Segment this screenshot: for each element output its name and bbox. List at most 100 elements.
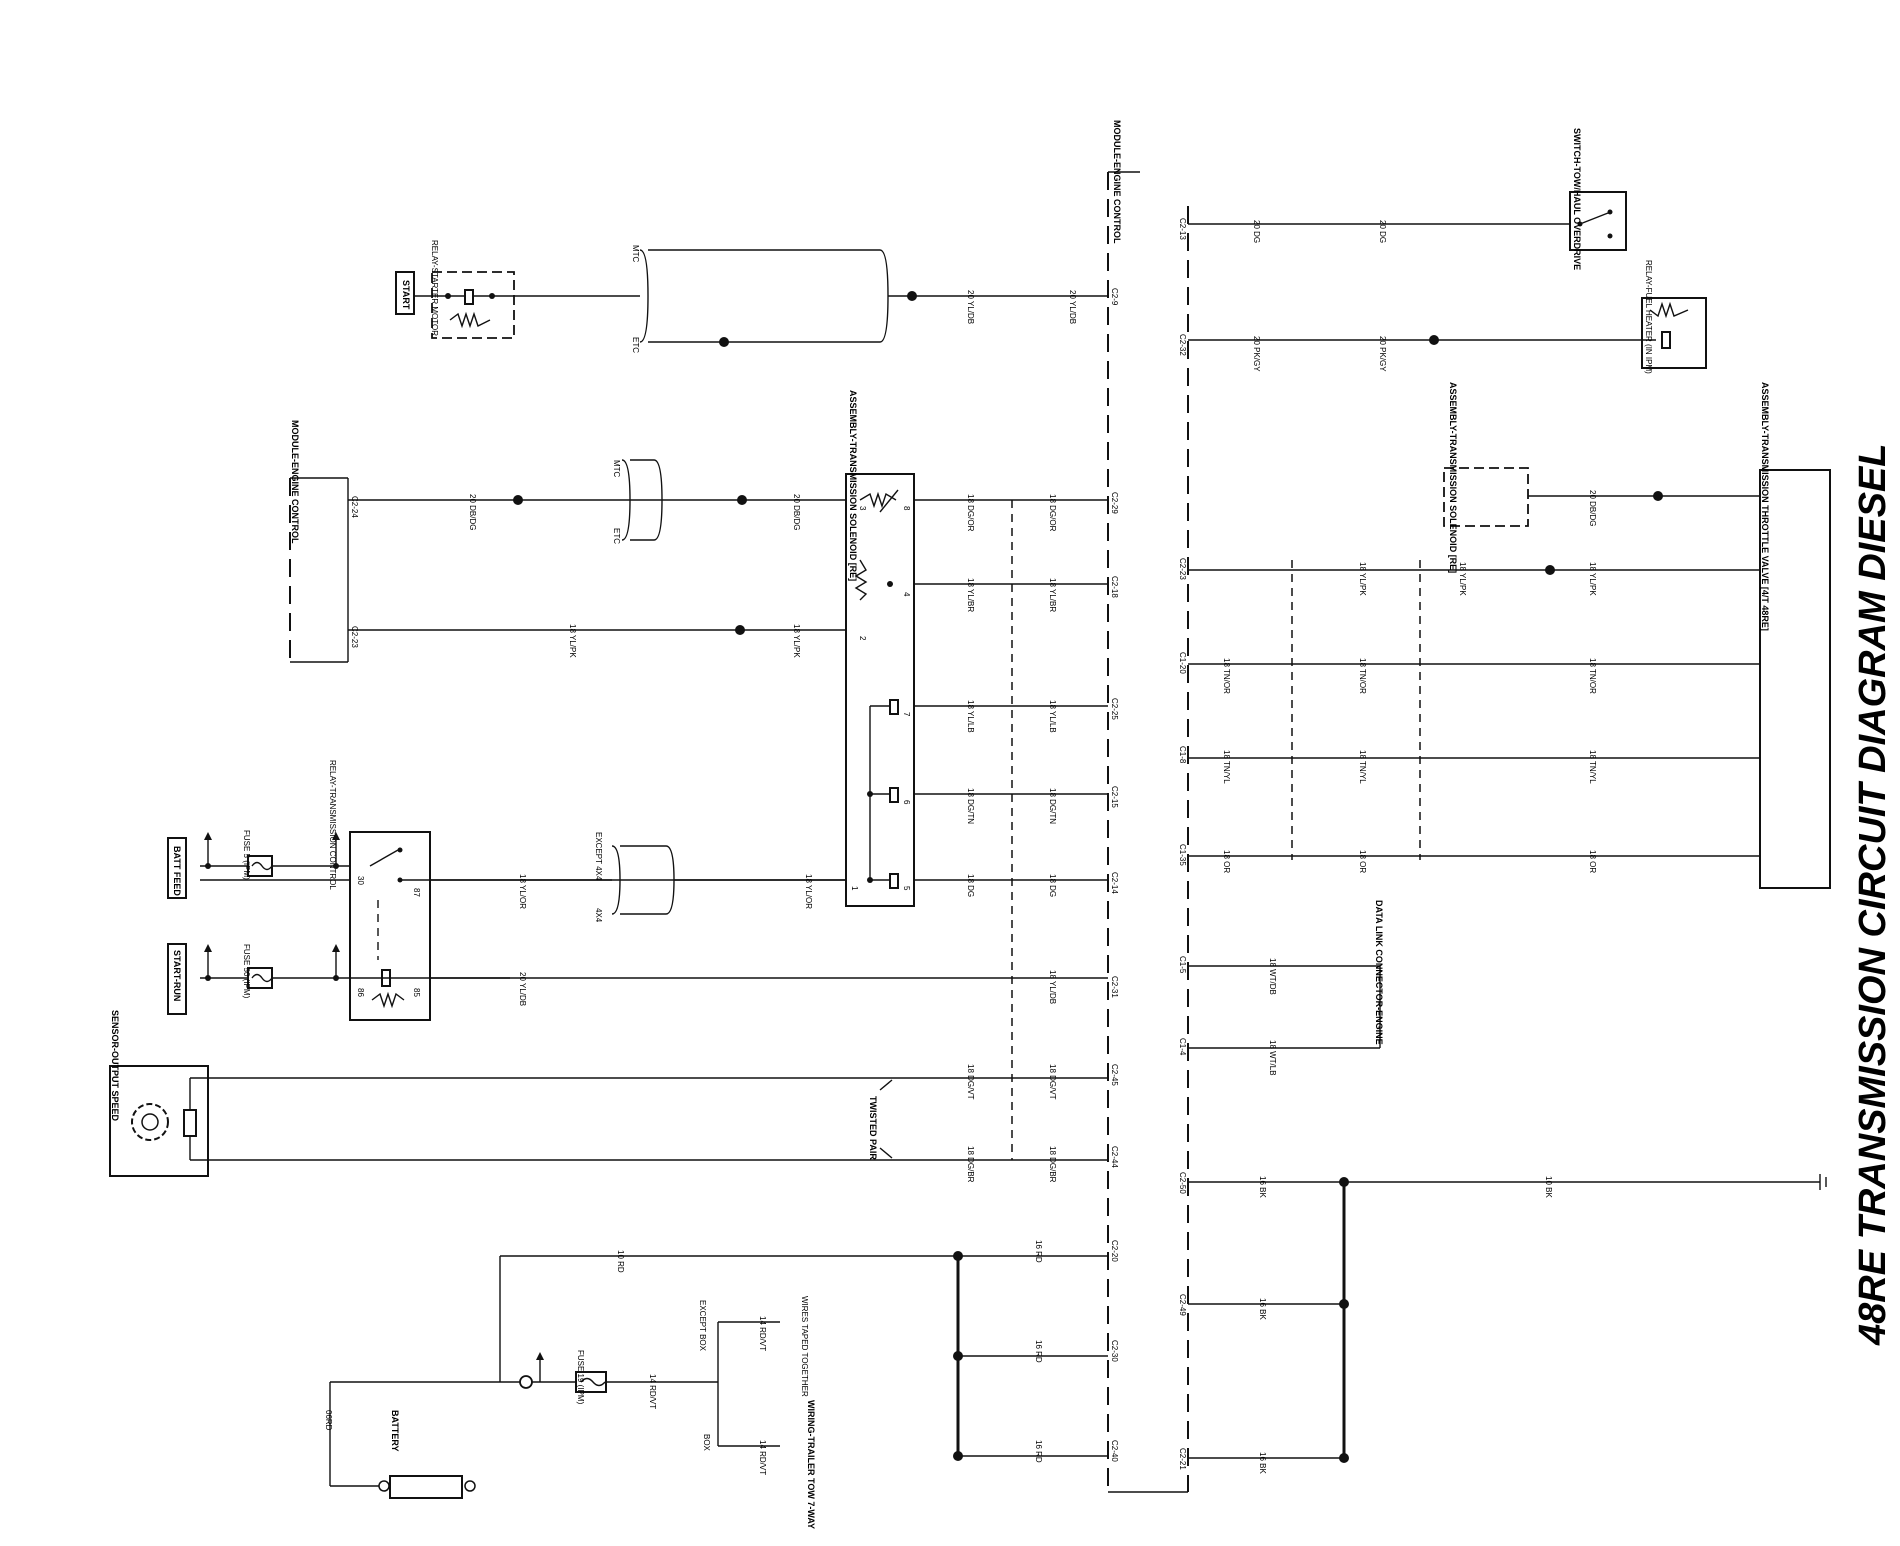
mtc-label-2: MTC — [612, 460, 621, 478]
start-label: START — [401, 280, 411, 310]
wire-c2-45b: 18 DG/VT — [1048, 1064, 1057, 1100]
wire-batt-rd: 10 RD — [616, 1250, 625, 1273]
diagram-title: 48RE TRANSMISSION CIRCUIT DIAGRAM DIESEL — [1852, 443, 1894, 1346]
wire-c2-44b: 18 DG/BR — [1048, 1146, 1057, 1183]
sol-pin-3: 3 — [858, 506, 867, 511]
wire-dbdg-3: 20 DB/DG — [1588, 490, 1597, 526]
wire-yldb-1: 20 YL/DB — [518, 972, 527, 1006]
wire-c2-13b: 20 DG — [1378, 220, 1387, 243]
pin-c2-13: C2-13 — [1178, 218, 1187, 240]
mtc-label: MTC — [631, 245, 640, 263]
wire-c2-23c: 18 YL/PK — [1588, 562, 1597, 596]
solenoid-assembly-2: ASSEMBLY-TRANSMISSION SOLENOID [RE] 20 D… — [1443, 382, 1760, 573]
rd-bus — [953, 1251, 1108, 1461]
wire-c2-15: 18 DG/TN — [966, 788, 975, 824]
pcm-top-label: MODULE-ENGINE CONTROL — [1112, 120, 1122, 244]
solenoid-assembly: ASSEMBLY-TRANSMISSION SOLENOID [RE] 3 8 … — [200, 390, 1108, 907]
pin-c2-24: C2-24 — [350, 496, 359, 518]
battery-block: FUSE 19 (IPM) 10 RD 14 RD/VT 06RD BATTER… — [324, 1250, 1108, 1529]
pin-c2-31: C2-31 — [1110, 976, 1119, 998]
relay-pin-30: 30 — [356, 876, 365, 885]
relay-pin-85: 85 — [412, 988, 421, 997]
right-wiring: C2-23 C1-20 C1-8 C1-35 C1-5 C1-4 18 YL/P… — [1178, 558, 1760, 1076]
throttle-valve-assembly: ASSEMBLY-TRANSMISSION THROTTLE VALVE [4/… — [1759, 382, 1831, 889]
relay-pin-87: 87 — [412, 888, 421, 897]
wire-ylor-2: 18 YL/OR — [804, 874, 813, 909]
od-switch-label: SWITCH-TOW/HAUL OVERDRIVE — [1572, 128, 1582, 270]
pin-c1-35: C1-35 — [1178, 844, 1187, 866]
pin-c2-45: C2-45 — [1110, 1064, 1119, 1086]
wire-c1-35: 18 OR — [1222, 850, 1231, 873]
sol-pin-7: 7 — [902, 712, 911, 717]
pin-c2-9: C2-9 — [1110, 288, 1119, 306]
trans-relay-label: RELAY-TRANSMISSION CONTROL — [328, 760, 337, 890]
sol-pin-5: 5 — [902, 886, 911, 891]
wire-c1-4: 18 WT/LB — [1268, 1040, 1277, 1076]
dlc-label: DATA LINK CONNECTOR-ENGINE — [1374, 900, 1384, 1045]
wire-ylpk-1: 18 YL/PK — [568, 624, 577, 658]
wire-batt-neg: 06RD — [324, 1410, 333, 1431]
output-speed-sensor: SENSOR-OUTPUT SPEED TWISTED PAIR — [109, 1010, 1108, 1177]
pcm-main-box: MODULE-ENGINE CONTROL — [1107, 120, 1189, 1493]
except-4x4-label: EXCEPT 4X4 — [594, 832, 603, 881]
wire-c1-8b: 18 TN/YL — [1358, 750, 1367, 784]
start-run-source: START-RUN FUSE 50 (IPM) — [167, 943, 273, 1015]
box-label: BOX — [702, 1434, 711, 1452]
fuel-heater-relay: RELAY-FUEL HEATER (IN IPM) C2-32 20 PK/G… — [1178, 260, 1707, 374]
except-box-label: EXCEPT BOX — [698, 1300, 707, 1352]
start-run-label: START-RUN — [172, 950, 182, 1001]
wire-c2-18b: 18 YL/BR — [1048, 578, 1057, 612]
wire-c2-13: 20 DG — [1252, 220, 1261, 243]
pin-c2-15: C2-15 — [1110, 786, 1119, 808]
pin-c2-23-left: C2-23 — [350, 626, 359, 648]
wire-c1-5: 18 WT/DB — [1268, 958, 1277, 995]
wire-c2-45: 18 DG/VT — [966, 1064, 975, 1100]
pin-c2-44: C2-44 — [1110, 1146, 1119, 1168]
wire-c2-9: 20 YL/DB — [966, 290, 975, 324]
wire-c1-20: 18 TN/OR — [1222, 658, 1231, 694]
fuse-5-label: FUSE 5 (IPM) — [242, 830, 251, 880]
pin-c2-20: C2-20 — [1110, 1240, 1119, 1262]
relay-pin-86: 86 — [356, 988, 365, 997]
wire-c1-20b: 18 TN/OR — [1358, 658, 1367, 694]
wire-c2-44: 18 DG/BR — [966, 1146, 975, 1183]
wire-c2-25: 18 YL/LB — [966, 700, 975, 733]
trailer-label: WIRING-TRAILER TOW 7-WAY — [806, 1400, 816, 1529]
wire-c2-21: 16 BK — [1258, 1452, 1267, 1474]
mtc-etc-block-2: MTC ETC C2-24 C2-23 20 DB/DG 20 DB/DG 18… — [350, 459, 801, 658]
pin-c1-20: C1-20 — [1178, 652, 1187, 674]
pin-c2-49: C2-49 — [1178, 1294, 1187, 1316]
wire-rdvt-3: 14 RD/VT — [758, 1440, 767, 1475]
wire-c2-14: 18 DG — [966, 874, 975, 897]
sol-pin-8: 8 — [902, 506, 911, 511]
speed-sensor-label: SENSOR-OUTPUT SPEED — [110, 1010, 120, 1122]
wire-c2-50: 16 BK — [1258, 1176, 1267, 1198]
sol-pin-6: 6 — [902, 800, 911, 805]
wire-c2-23: 18 YL/PK — [1358, 562, 1367, 596]
wire-c2-31: 18 YL/DB — [1048, 970, 1057, 1004]
starter-relay-label: RELAY-STARTER MOTOR — [430, 240, 439, 336]
battery-label: BATTERY — [390, 1410, 400, 1452]
sol-pin-1: 1 — [850, 886, 859, 891]
wire-c2-29: 18 DG/OR — [966, 494, 975, 532]
pin-c2-32: C2-32 — [1178, 334, 1187, 356]
wire-c1-8: 18 TN/YL — [1222, 750, 1231, 784]
wire-dbdg-1: 20 DB/DG — [468, 494, 477, 530]
od-switch: SWITCH-TOW/HAUL OVERDRIVE C2-13 20 DG 20… — [1178, 128, 1627, 270]
pin-c2-18: C2-18 — [1110, 576, 1119, 598]
batt-feed-source: BATT FEED FUSE 5 (IPM) — [167, 830, 273, 899]
wire-c2-20: 16 RD — [1034, 1240, 1043, 1263]
solenoid2-label: ASSEMBLY-TRANSMISSION SOLENOID [RE] — [1448, 382, 1458, 573]
wire-gnd: 10 BK — [1544, 1176, 1553, 1198]
wire-c2-25b: 18 YL/LB — [1048, 700, 1057, 733]
except-4x4-block: EXCEPT 4X4 4X4 18 YL/OR 18 YL/OR 20 YL/D… — [430, 832, 1108, 1006]
wire-c1-20c: 18 TN/OR — [1588, 658, 1597, 694]
solenoid-label: ASSEMBLY-TRANSMISSION SOLENOID [RE] — [848, 390, 858, 581]
wire-c2-30: 16 RD — [1034, 1340, 1043, 1363]
wire-c2-18: 18 YL/BR — [966, 578, 975, 612]
pin-c1-5: C1-5 — [1178, 956, 1187, 974]
pcm-pin-labels: C2-29 C2-18 C2-25 C2-15 C2-14 C2-31 C2-4… — [966, 492, 1119, 1463]
sol-pin-2: 2 — [858, 636, 867, 641]
